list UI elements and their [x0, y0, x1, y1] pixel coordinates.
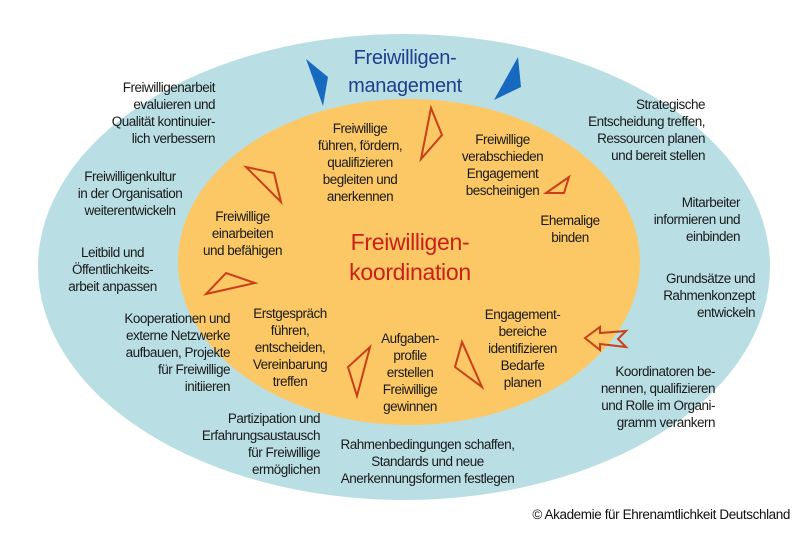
outer-item-coordinators: Koordinatoren be- nennen, qualifizieren …	[600, 364, 716, 430]
inner-item-lead: Freiwillige führen, fördern, qualifizier…	[317, 121, 403, 204]
cycle-arrow-icon	[419, 104, 444, 163]
inner-item-profiles: Aufgaben- profile erstellen Freiwillige …	[381, 331, 439, 414]
cycle-arrow-icon	[453, 339, 485, 391]
inner-title: Freiwilligen- koordination	[349, 229, 471, 285]
cycle-arrow-icon	[346, 343, 372, 400]
cycle-arrow-icon	[203, 271, 259, 296]
outer-item-mission: Leitbild und Öffentlichkeits- arbeit anp…	[68, 245, 157, 294]
inner-item-areas: Engagement- bereiche identifizieren Beda…	[484, 307, 561, 390]
outer-item-strategy: Strategische Entscheidung treffen, Resso…	[588, 97, 705, 163]
inner-item-interview: Erstgespräch führen, entscheiden, Verein…	[252, 306, 328, 389]
outer-item-staff: Mitarbeiter informieren und einbinden	[653, 195, 741, 244]
inner-item-onboard: Freiwillige einarbeiten und befähigen	[202, 209, 283, 258]
outer-item-principles: Grundsätze und Rahmenkonzept entwickeln	[663, 271, 755, 320]
blue-wedge-left-icon	[306, 59, 328, 106]
entry-arrow-icon	[583, 325, 629, 353]
inner-item-farewell: Freiwillige verabschieden Engagement bes…	[461, 132, 544, 198]
cycle-arrow-icon	[542, 174, 571, 194]
outer-title: Freiwilligen- management	[348, 47, 462, 97]
cycle-arrow-icon	[242, 165, 283, 206]
outer-item-culture: Freiwilligenkultur in der Organisation w…	[77, 169, 183, 218]
blue-wedge-right-icon	[494, 57, 521, 100]
copyright: © Akademie für Ehrenamtlichkeit Deutschl…	[532, 507, 790, 522]
outer-item-evaluate: Freiwilligenarbeit evaluieren und Qualit…	[111, 80, 216, 146]
outer-item-framework: Rahmenbedingungen schaffen, Standards un…	[340, 437, 515, 486]
outer-item-networks: Kooperationen und externe Netzwerke aufb…	[124, 311, 230, 394]
outer-item-participation: Partizipation und Erfahrungsaustausch fü…	[201, 411, 321, 477]
inner-item-alumni: Ehemalige binden	[540, 213, 600, 245]
inner-ellipse	[178, 99, 640, 425]
